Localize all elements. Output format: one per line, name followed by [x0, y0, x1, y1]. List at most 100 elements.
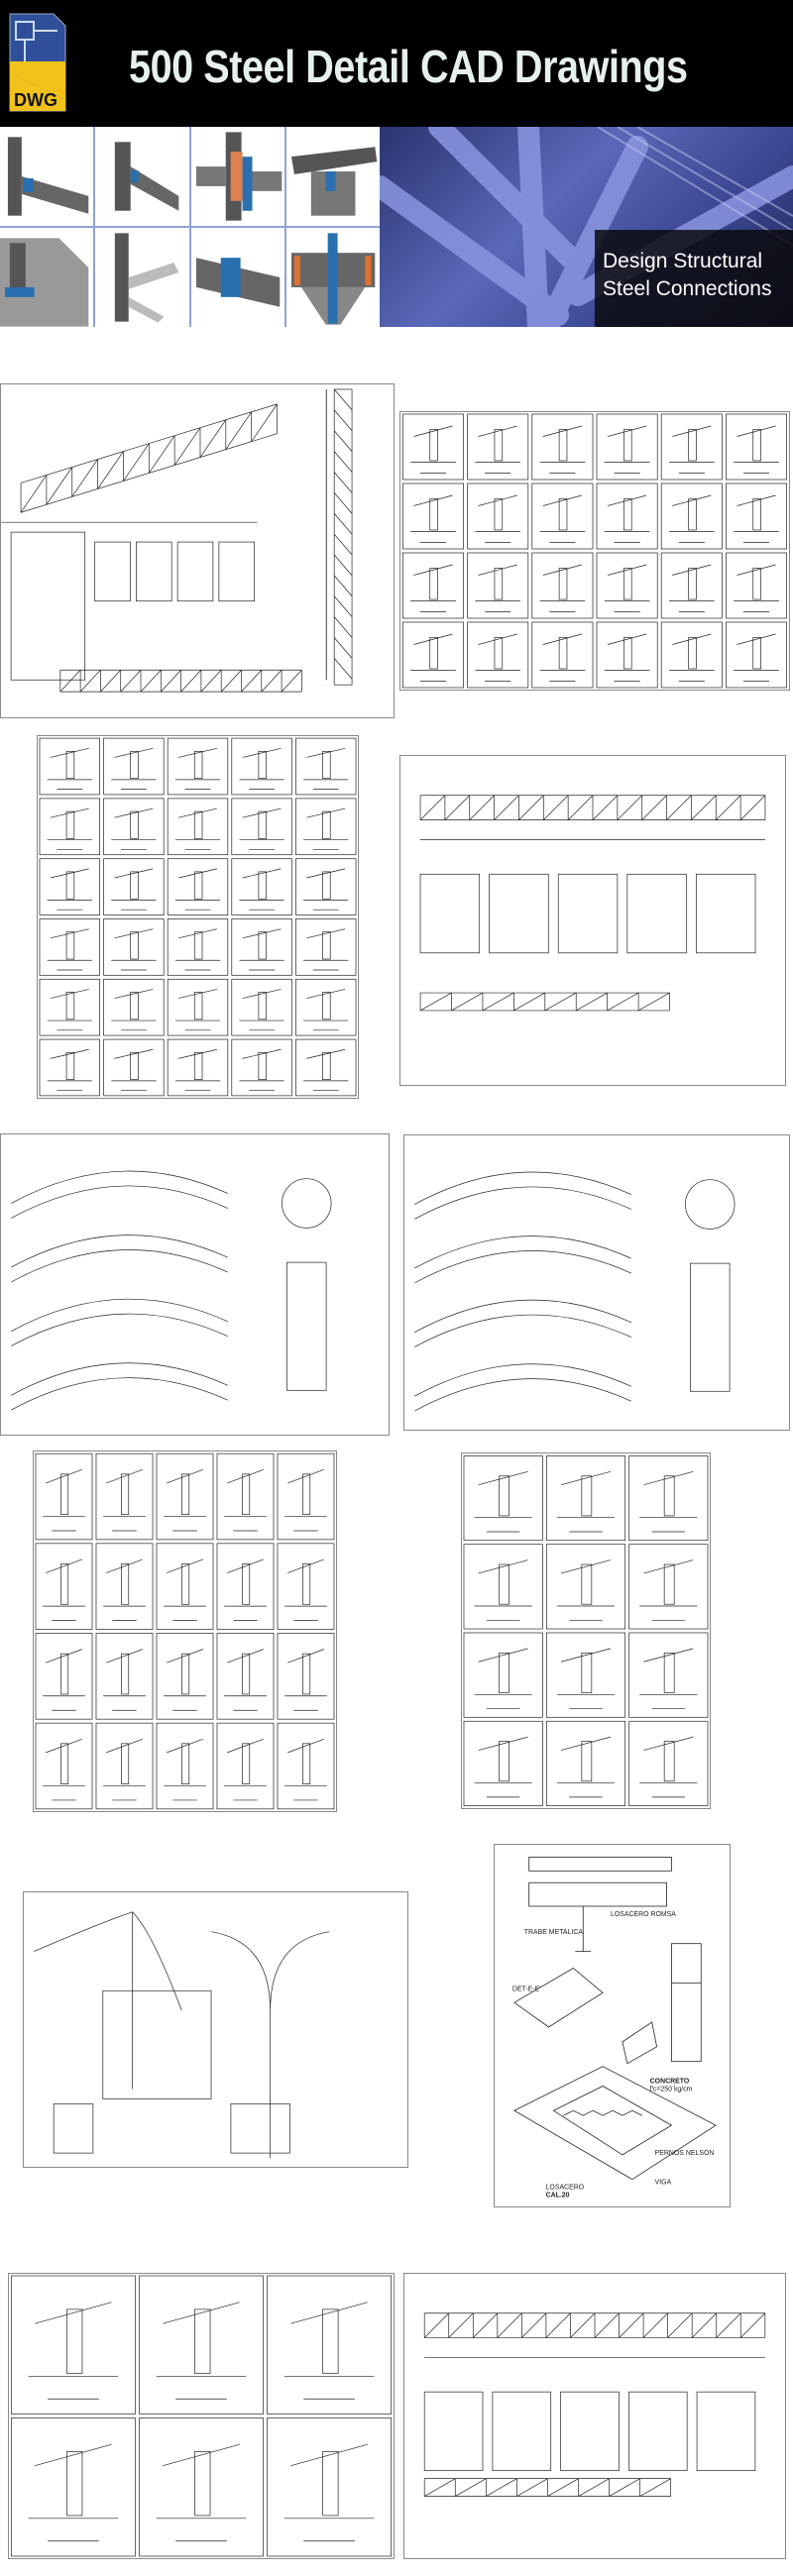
- cad-line: [11, 1185, 228, 1219]
- cad-line: [414, 1363, 631, 1397]
- cad-line: [628, 2391, 688, 2471]
- thumbnail-brace: [95, 228, 189, 327]
- cad-line: [39, 1038, 100, 1097]
- cad-line: [688, 429, 697, 462]
- cad-line: [216, 1633, 275, 1720]
- cad-line: [473, 2312, 499, 2338]
- cad-line: [333, 472, 353, 493]
- cad-line: [494, 429, 504, 462]
- cad-line: [542, 425, 583, 437]
- cad-line: [322, 2451, 339, 2517]
- label-concreto: CONCRETO: [650, 2079, 690, 2086]
- cad-line: [478, 494, 517, 506]
- cad-line: [576, 992, 608, 1012]
- cad-line: [35, 1722, 93, 1810]
- label-concrete-strength: f'c=250 kg/cm: [650, 2086, 693, 2093]
- cad-line: [156, 1722, 214, 1810]
- cad-line: [194, 2451, 211, 2517]
- cad-line: [167, 1558, 203, 1573]
- cad-line: [663, 1652, 675, 1693]
- cad-line: [402, 413, 464, 481]
- cad-line: [295, 978, 357, 1036]
- cad-line: [306, 807, 346, 818]
- cad-line: [65, 1051, 75, 1080]
- cad-line: [716, 795, 741, 820]
- cad-line: [414, 1250, 631, 1284]
- cad-line: [596, 483, 658, 550]
- banner-caption: Design Structural Steel Connections: [595, 230, 793, 327]
- cad-line: [121, 1653, 130, 1695]
- cad-line: [302, 1473, 311, 1515]
- cad-line: [663, 1475, 675, 1517]
- cad-line: [290, 2302, 368, 2324]
- cad-line: [558, 637, 568, 670]
- cad-line: [333, 512, 353, 535]
- caption-line-1: Design Structural: [603, 250, 763, 272]
- cad-line: [103, 858, 165, 915]
- cad-line: [740, 2312, 766, 2338]
- cad-line: [287, 1468, 324, 1484]
- cad-line: [414, 1378, 631, 1412]
- cad-line: [95, 1452, 154, 1541]
- cad-line: [494, 498, 504, 531]
- cad-line: [558, 429, 568, 462]
- cad-line: [322, 992, 331, 1020]
- cad-line: [167, 858, 229, 915]
- cad-line: [242, 1743, 251, 1784]
- drawing-roof-truss-sheet: [403, 2273, 786, 2559]
- cad-line: [639, 2478, 671, 2497]
- cad-line: [628, 1544, 709, 1630]
- cad-line: [50, 1048, 89, 1059]
- cad-line: [499, 1741, 510, 1782]
- label-pernos-nelson: PERNOS NELSON: [655, 2150, 715, 2157]
- cad-line: [736, 425, 776, 437]
- cad-line: [419, 873, 481, 954]
- cad-line: [607, 633, 647, 645]
- cad-line: [531, 483, 594, 550]
- cad-line: [60, 1563, 69, 1605]
- cad-line: [736, 494, 776, 506]
- cad-line: [467, 483, 529, 550]
- cad-line: [103, 1038, 165, 1097]
- cad-line: [130, 810, 139, 839]
- cad-line: [643, 1559, 694, 1574]
- cad-line: [494, 637, 504, 670]
- cad-line: [103, 798, 165, 856]
- cad-line: [242, 989, 282, 999]
- cad-line: [121, 1473, 130, 1515]
- cad-line: [35, 2443, 112, 2467]
- cad-line: [716, 2312, 741, 2338]
- drawing-steel-components: [33, 1450, 337, 1812]
- cad-line: [609, 2478, 640, 2497]
- cad-line: [65, 810, 75, 839]
- cad-line: [333, 492, 353, 514]
- cad-line: [287, 1558, 324, 1573]
- cad-line: [333, 616, 353, 638]
- cad-line: [596, 621, 658, 689]
- cad-line: [39, 918, 100, 976]
- cad-line: [39, 737, 100, 796]
- cad-line: [178, 928, 217, 939]
- cad-line: [752, 498, 761, 531]
- cad-line: [413, 425, 453, 437]
- cad-line: [267, 2275, 393, 2415]
- cad-line: [114, 807, 154, 818]
- cad-line: [478, 425, 517, 437]
- dwg-file-icon: DWG: [9, 13, 66, 112]
- cad-line: [11, 1298, 228, 1332]
- cad-line: [424, 2478, 456, 2497]
- cad-line: [10, 2417, 136, 2557]
- cad-line: [242, 747, 282, 758]
- cad-line: [193, 931, 203, 960]
- cad-line: [594, 2312, 620, 2338]
- cad-line: [20, 403, 278, 483]
- cad-line: [130, 871, 139, 900]
- cad-line: [423, 2391, 484, 2471]
- cad-line: [592, 795, 619, 820]
- cad-line: [663, 1563, 675, 1605]
- cad-line: [672, 494, 712, 506]
- cad-line: [65, 750, 75, 780]
- cad-line: [121, 1563, 130, 1605]
- cad-line: [95, 1722, 154, 1810]
- cad-line: [60, 1653, 69, 1695]
